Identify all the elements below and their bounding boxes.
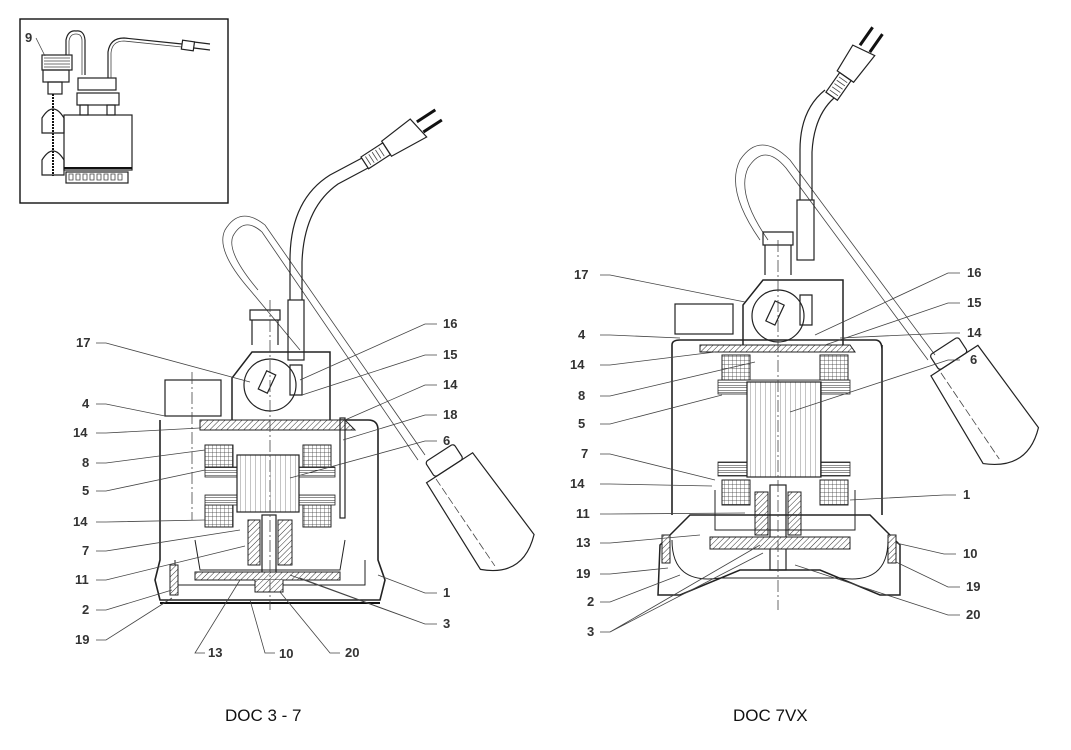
callout-19: 19 — [966, 579, 980, 594]
callout-19: 19 — [576, 566, 590, 581]
callout-17: 17 — [76, 335, 90, 350]
callout-11: 11 — [576, 506, 590, 521]
callout-8: 8 — [578, 388, 585, 403]
callout-6: 6 — [443, 433, 450, 448]
callouts-doc-7vx: 17 4 14 8 5 7 14 11 13 19 2 3 16 15 14 6… — [570, 265, 982, 639]
inset-overview: 9 — [19, 18, 229, 204]
plug-icon — [360, 108, 443, 170]
float-switch-2 — [930, 337, 1040, 465]
callout-14: 14 — [73, 514, 88, 529]
callout-4: 4 — [82, 396, 90, 411]
callout-3: 3 — [443, 616, 450, 631]
callout-14: 14 — [967, 325, 982, 340]
plug-icon-2 — [825, 26, 884, 102]
float-switch — [425, 444, 535, 572]
callout-14: 14 — [443, 377, 458, 392]
discharge-outlet — [164, 379, 222, 417]
inset-plug-icon — [180, 39, 211, 52]
callout-3: 3 — [587, 624, 594, 639]
caption-doc-3-7: DOC 3 - 7 — [225, 706, 302, 725]
callout-13: 13 — [576, 535, 590, 550]
callout-20: 20 — [345, 645, 359, 660]
discharge-outlet-2 — [674, 303, 734, 335]
callout-5: 5 — [578, 416, 585, 431]
callout-1: 1 — [963, 487, 970, 502]
callout-16: 16 — [443, 316, 457, 331]
inset-float-cable — [65, 30, 86, 75]
callout-20: 20 — [966, 607, 980, 622]
rotor — [236, 454, 300, 513]
inset-callout-label: 9 — [25, 30, 32, 45]
callout-14: 14 — [570, 357, 585, 372]
caption-doc-7vx: DOC 7VX — [733, 706, 808, 725]
figure-doc-7vx — [657, 26, 1040, 610]
callout-7: 7 — [82, 543, 89, 558]
callout-18: 18 — [443, 407, 457, 422]
callout-11: 11 — [75, 572, 89, 587]
pump-housing — [154, 419, 386, 601]
inset-power-cord — [107, 37, 183, 78]
callout-6: 6 — [970, 352, 977, 367]
callout-14: 14 — [73, 425, 88, 440]
float-cable-loop-2 — [735, 144, 936, 356]
callout-5: 5 — [82, 483, 89, 498]
callout-1: 1 — [443, 585, 450, 600]
callout-13: 13 — [208, 645, 222, 660]
inset-pump-body — [63, 77, 133, 184]
power-cord-2 — [799, 89, 826, 200]
callout-4: 4 — [578, 327, 586, 342]
callout-10: 10 — [279, 646, 293, 661]
inset-callout-leader — [35, 37, 46, 57]
callout-15: 15 — [443, 347, 457, 362]
callout-16: 16 — [967, 265, 981, 280]
callout-19: 19 — [75, 632, 89, 647]
callout-17: 17 — [574, 267, 588, 282]
rotor-2 — [746, 381, 822, 478]
pump-housing-2 — [671, 339, 883, 515]
callouts-doc-3-7: 17 4 14 8 5 14 7 11 2 19 16 15 14 18 6 1… — [73, 316, 458, 661]
callout-2: 2 — [587, 594, 594, 609]
callout-2: 2 — [82, 602, 89, 617]
callout-10: 10 — [963, 546, 977, 561]
power-cord — [289, 157, 363, 300]
float-cable-loop — [222, 215, 426, 456]
callout-15: 15 — [967, 295, 981, 310]
figure-doc-3-7 — [154, 108, 535, 610]
callout-8: 8 — [82, 455, 89, 470]
callout-7: 7 — [581, 446, 588, 461]
callout-14: 14 — [570, 476, 585, 491]
